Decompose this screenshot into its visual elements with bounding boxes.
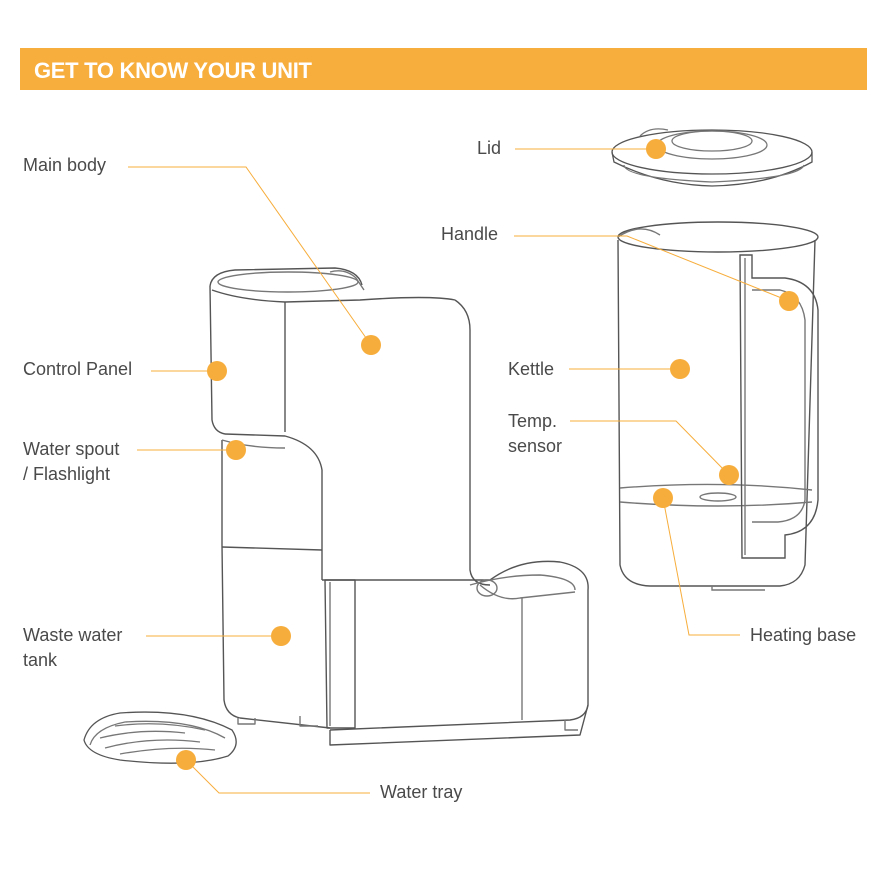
label-kettle: Kettle: [508, 359, 555, 379]
label-water-spout-1: Water spout: [23, 439, 120, 459]
lid-drawing: [611, 128, 813, 187]
marker-control-panel: [207, 361, 227, 381]
page-title: GET TO KNOW YOUR UNIT: [34, 58, 312, 83]
marker-handle: [779, 291, 799, 311]
label-temp-sensor-1: Temp.: [508, 411, 558, 431]
leader-handle: [514, 235, 790, 302]
marker-kettle: [670, 359, 690, 379]
marker-lid: [646, 139, 666, 159]
leader-water-tray: [185, 759, 370, 794]
label-water-tray: Water tray: [380, 782, 463, 802]
label-temp-sensor-2: sensor: [508, 436, 563, 456]
leader-heating-base: [662, 497, 740, 636]
main-body-drawing: [209, 267, 589, 746]
label-lid: Lid: [477, 138, 502, 158]
leader-lines: [128, 148, 790, 794]
header-banner: GET TO KNOW YOUR UNIT: [20, 48, 867, 90]
water-tray-drawing: [83, 711, 237, 764]
marker-waste-tank: [271, 626, 291, 646]
label-water-spout-2: / Flashlight: [23, 464, 111, 484]
marker-water-spout: [226, 440, 246, 460]
label-waste-tank-2: tank: [23, 650, 58, 670]
callout-markers: [176, 139, 799, 770]
marker-main-body: [361, 335, 381, 355]
label-waste-tank-1: Waste water: [23, 625, 123, 645]
kettle-drawing: [617, 221, 819, 591]
label-handle: Handle: [441, 224, 499, 244]
leader-temp-sensor: [570, 420, 730, 476]
label-heating-base: Heating base: [750, 625, 857, 645]
label-control-panel: Control Panel: [23, 359, 133, 379]
marker-heating-base: [653, 488, 673, 508]
marker-temp-sensor: [719, 465, 739, 485]
leader-main-body: [128, 166, 372, 346]
marker-water-tray: [176, 750, 196, 770]
label-main-body: Main body: [23, 155, 107, 175]
